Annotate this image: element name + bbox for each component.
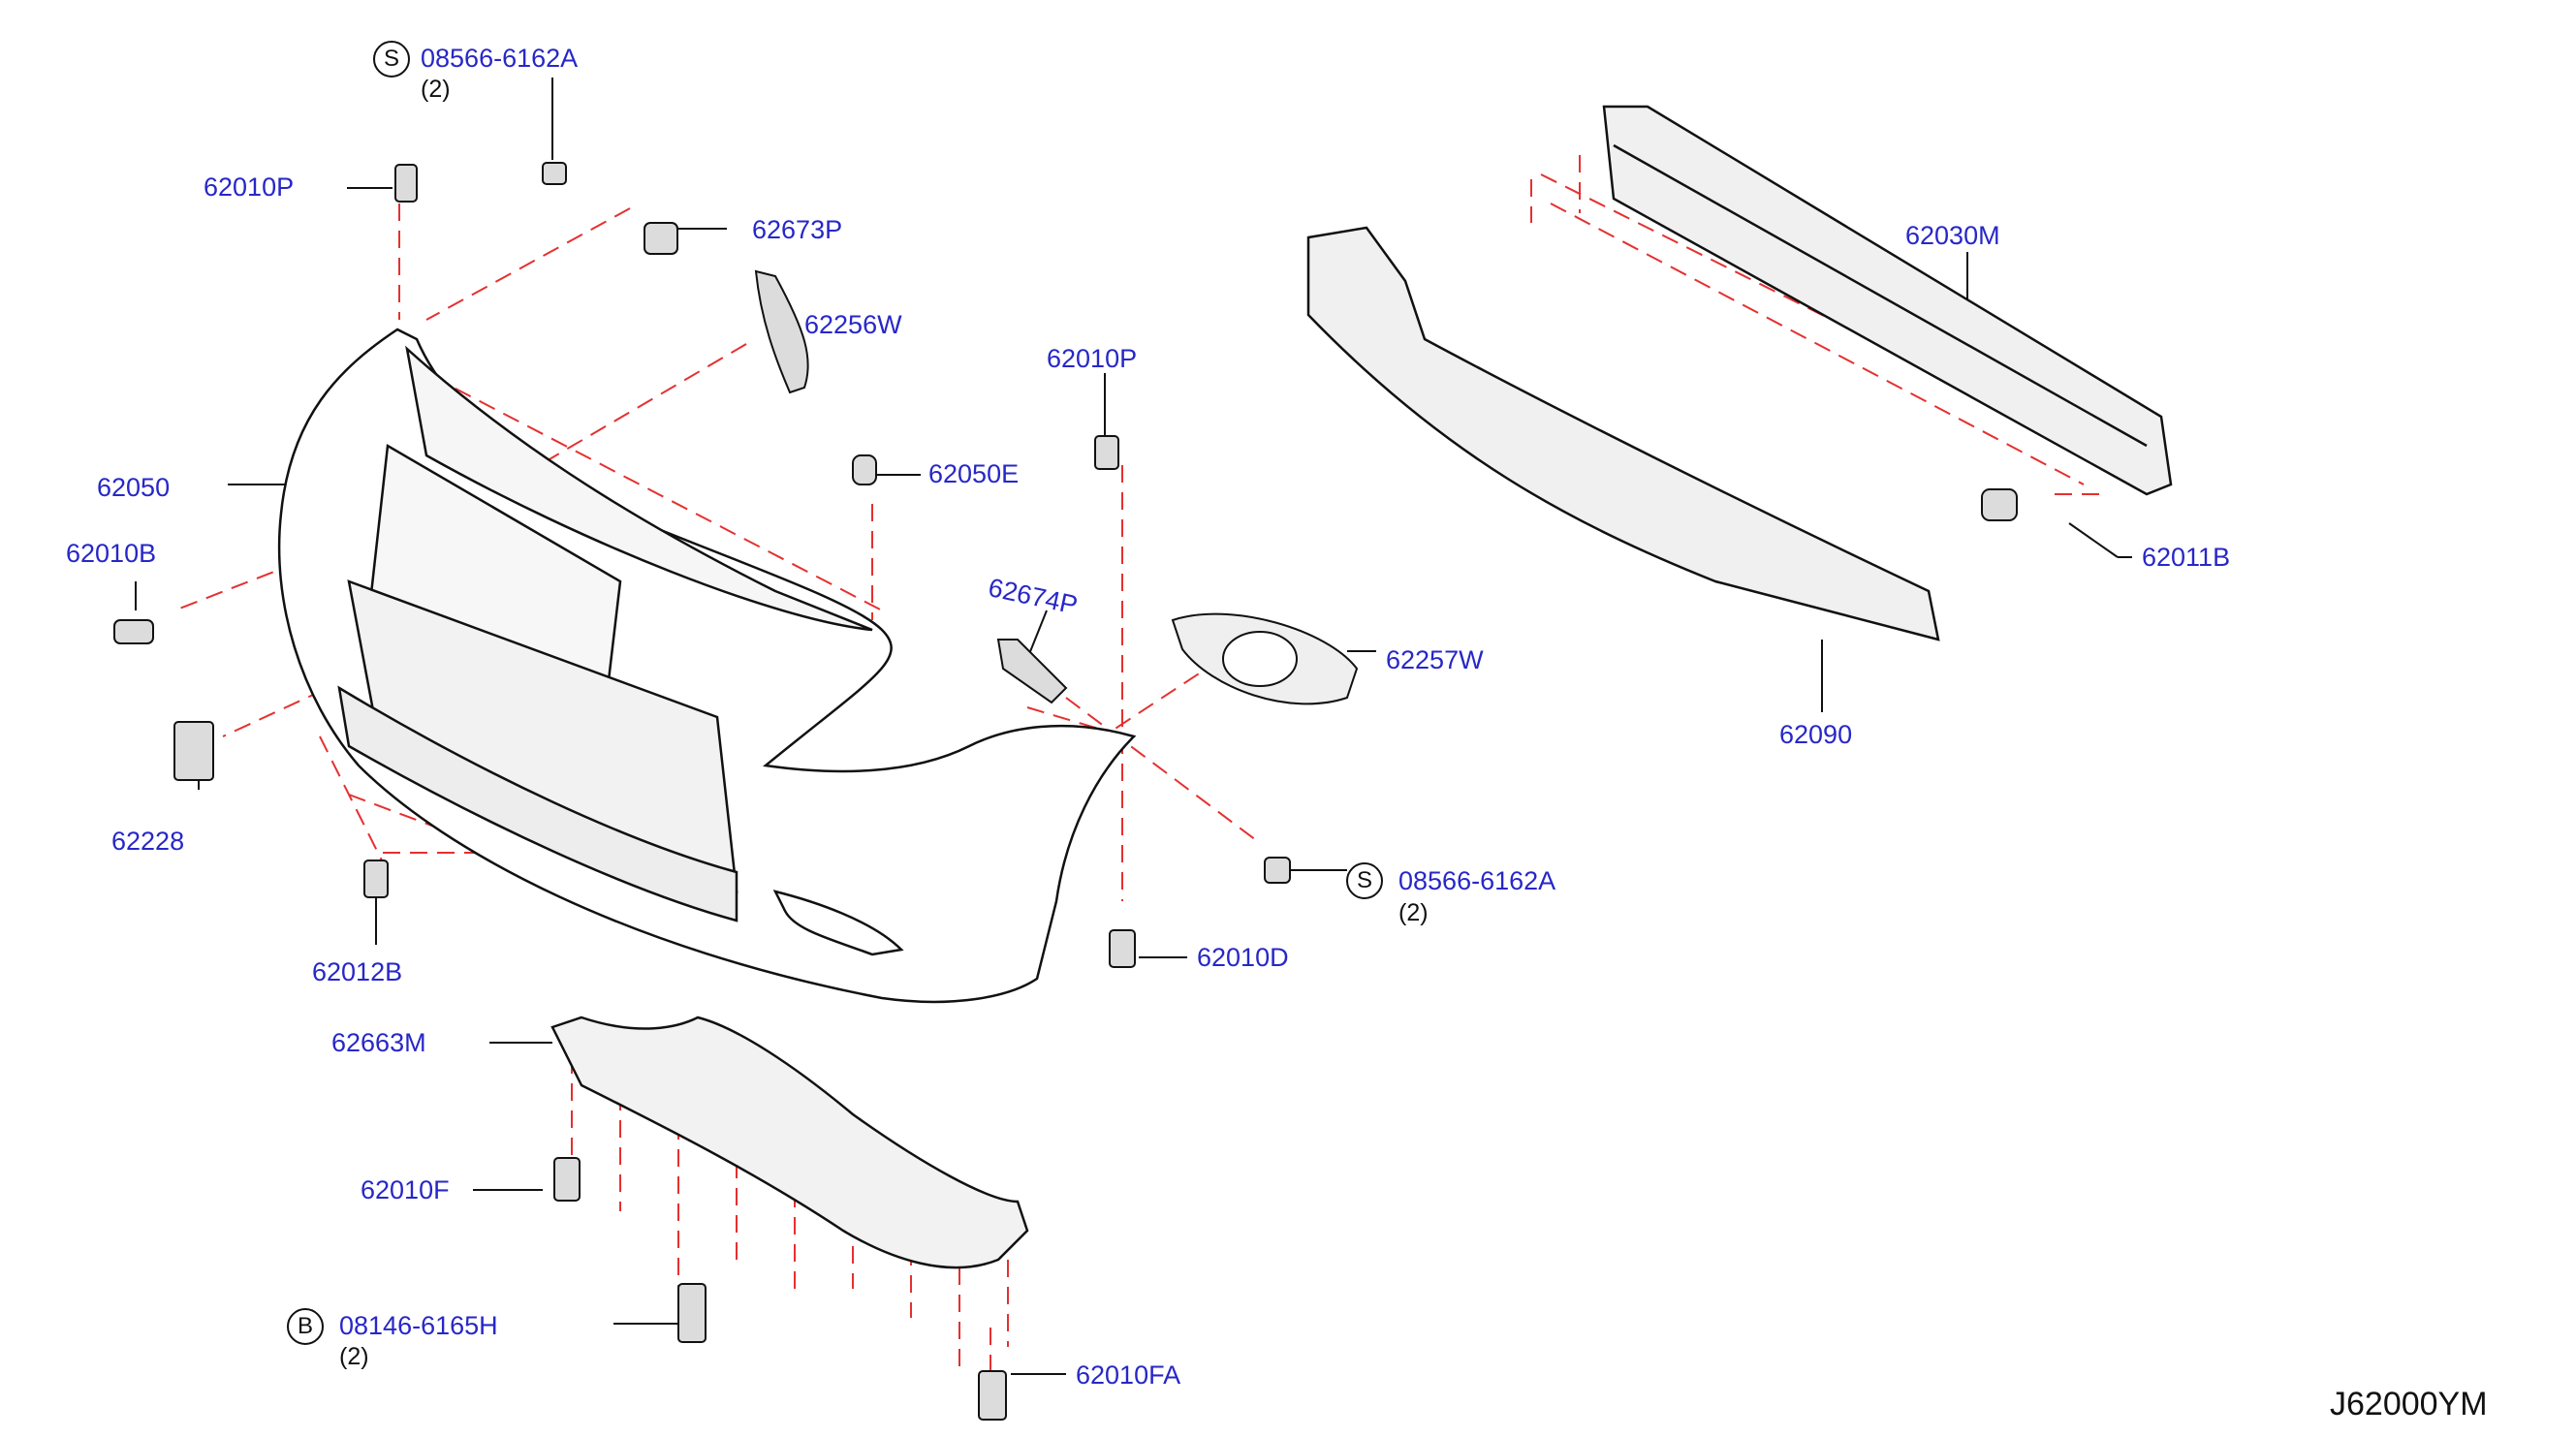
- screw-62010d: [1109, 929, 1136, 968]
- marker-b: B: [287, 1308, 324, 1345]
- marker-s-right: S: [1346, 862, 1383, 899]
- label-62010p-mid[interactable]: 62010P: [1047, 344, 1138, 373]
- nut-62011b: [1981, 488, 2018, 521]
- label-62010fa[interactable]: 62010FA: [1076, 1360, 1181, 1390]
- clip-62050e: [852, 454, 877, 485]
- clip-62012b: [363, 860, 389, 898]
- leader-lines: [135, 78, 2132, 1375]
- label-62010p-left[interactable]: 62010P: [204, 172, 295, 202]
- front-bumper-fascia: [277, 328, 1137, 1004]
- label-62228[interactable]: 62228: [111, 827, 185, 856]
- energy-absorber: [1306, 226, 1940, 641]
- label-62012b[interactable]: 62012B: [312, 957, 403, 986]
- label-08146-6165h[interactable]: 08146-6165H: [339, 1311, 498, 1340]
- label-62010b[interactable]: 62010B: [66, 539, 157, 568]
- screw-62010fa: [978, 1370, 1007, 1421]
- diagram-reference-code: J62000YM: [2330, 1386, 2488, 1422]
- bolt-08566-right: [1264, 857, 1291, 884]
- label-62050[interactable]: 62050: [97, 473, 171, 502]
- qty-08566-6162a-right: (2): [1398, 899, 1429, 926]
- label-62257w[interactable]: 62257W: [1386, 645, 1484, 674]
- qty-08566-6162a-top: (2): [421, 76, 451, 103]
- clip-62010p-left: [394, 164, 418, 203]
- lower-undercover: [550, 1016, 1029, 1269]
- qty-08146-6165h: (2): [339, 1343, 369, 1370]
- label-62050e[interactable]: 62050E: [928, 459, 1020, 488]
- bracket-62228: [173, 721, 214, 781]
- label-62673p[interactable]: 62673P: [752, 215, 843, 244]
- bolt-08146: [677, 1283, 707, 1343]
- cover-62256w: [754, 269, 809, 394]
- reinforcement-beam: [1602, 105, 2173, 496]
- screw-62010f: [553, 1157, 581, 1202]
- small-fasteners: [113, 162, 2018, 1421]
- label-62010f[interactable]: 62010F: [361, 1175, 450, 1204]
- label-62090[interactable]: 62090: [1779, 720, 1853, 749]
- clip-62010p-mid: [1094, 435, 1119, 470]
- bracket-62674p: [996, 639, 1068, 704]
- label-62256w[interactable]: 62256W: [804, 310, 902, 339]
- bolt-62010b: [113, 619, 154, 644]
- fog-hole: [1222, 631, 1298, 687]
- label-62011b[interactable]: 62011B: [2142, 543, 2231, 572]
- marker-s-top: S: [373, 41, 410, 78]
- label-62663m[interactable]: 62663M: [331, 1028, 426, 1057]
- label-08566-6162a-top[interactable]: 08566-6162A: [421, 44, 579, 73]
- label-62010d[interactable]: 62010D: [1197, 943, 1289, 972]
- bolt-08566-top: [542, 162, 567, 185]
- label-08566-6162a-right[interactable]: 08566-6162A: [1398, 866, 1556, 895]
- label-62030m[interactable]: 62030M: [1905, 221, 2000, 250]
- bracket-62673p: [644, 222, 678, 255]
